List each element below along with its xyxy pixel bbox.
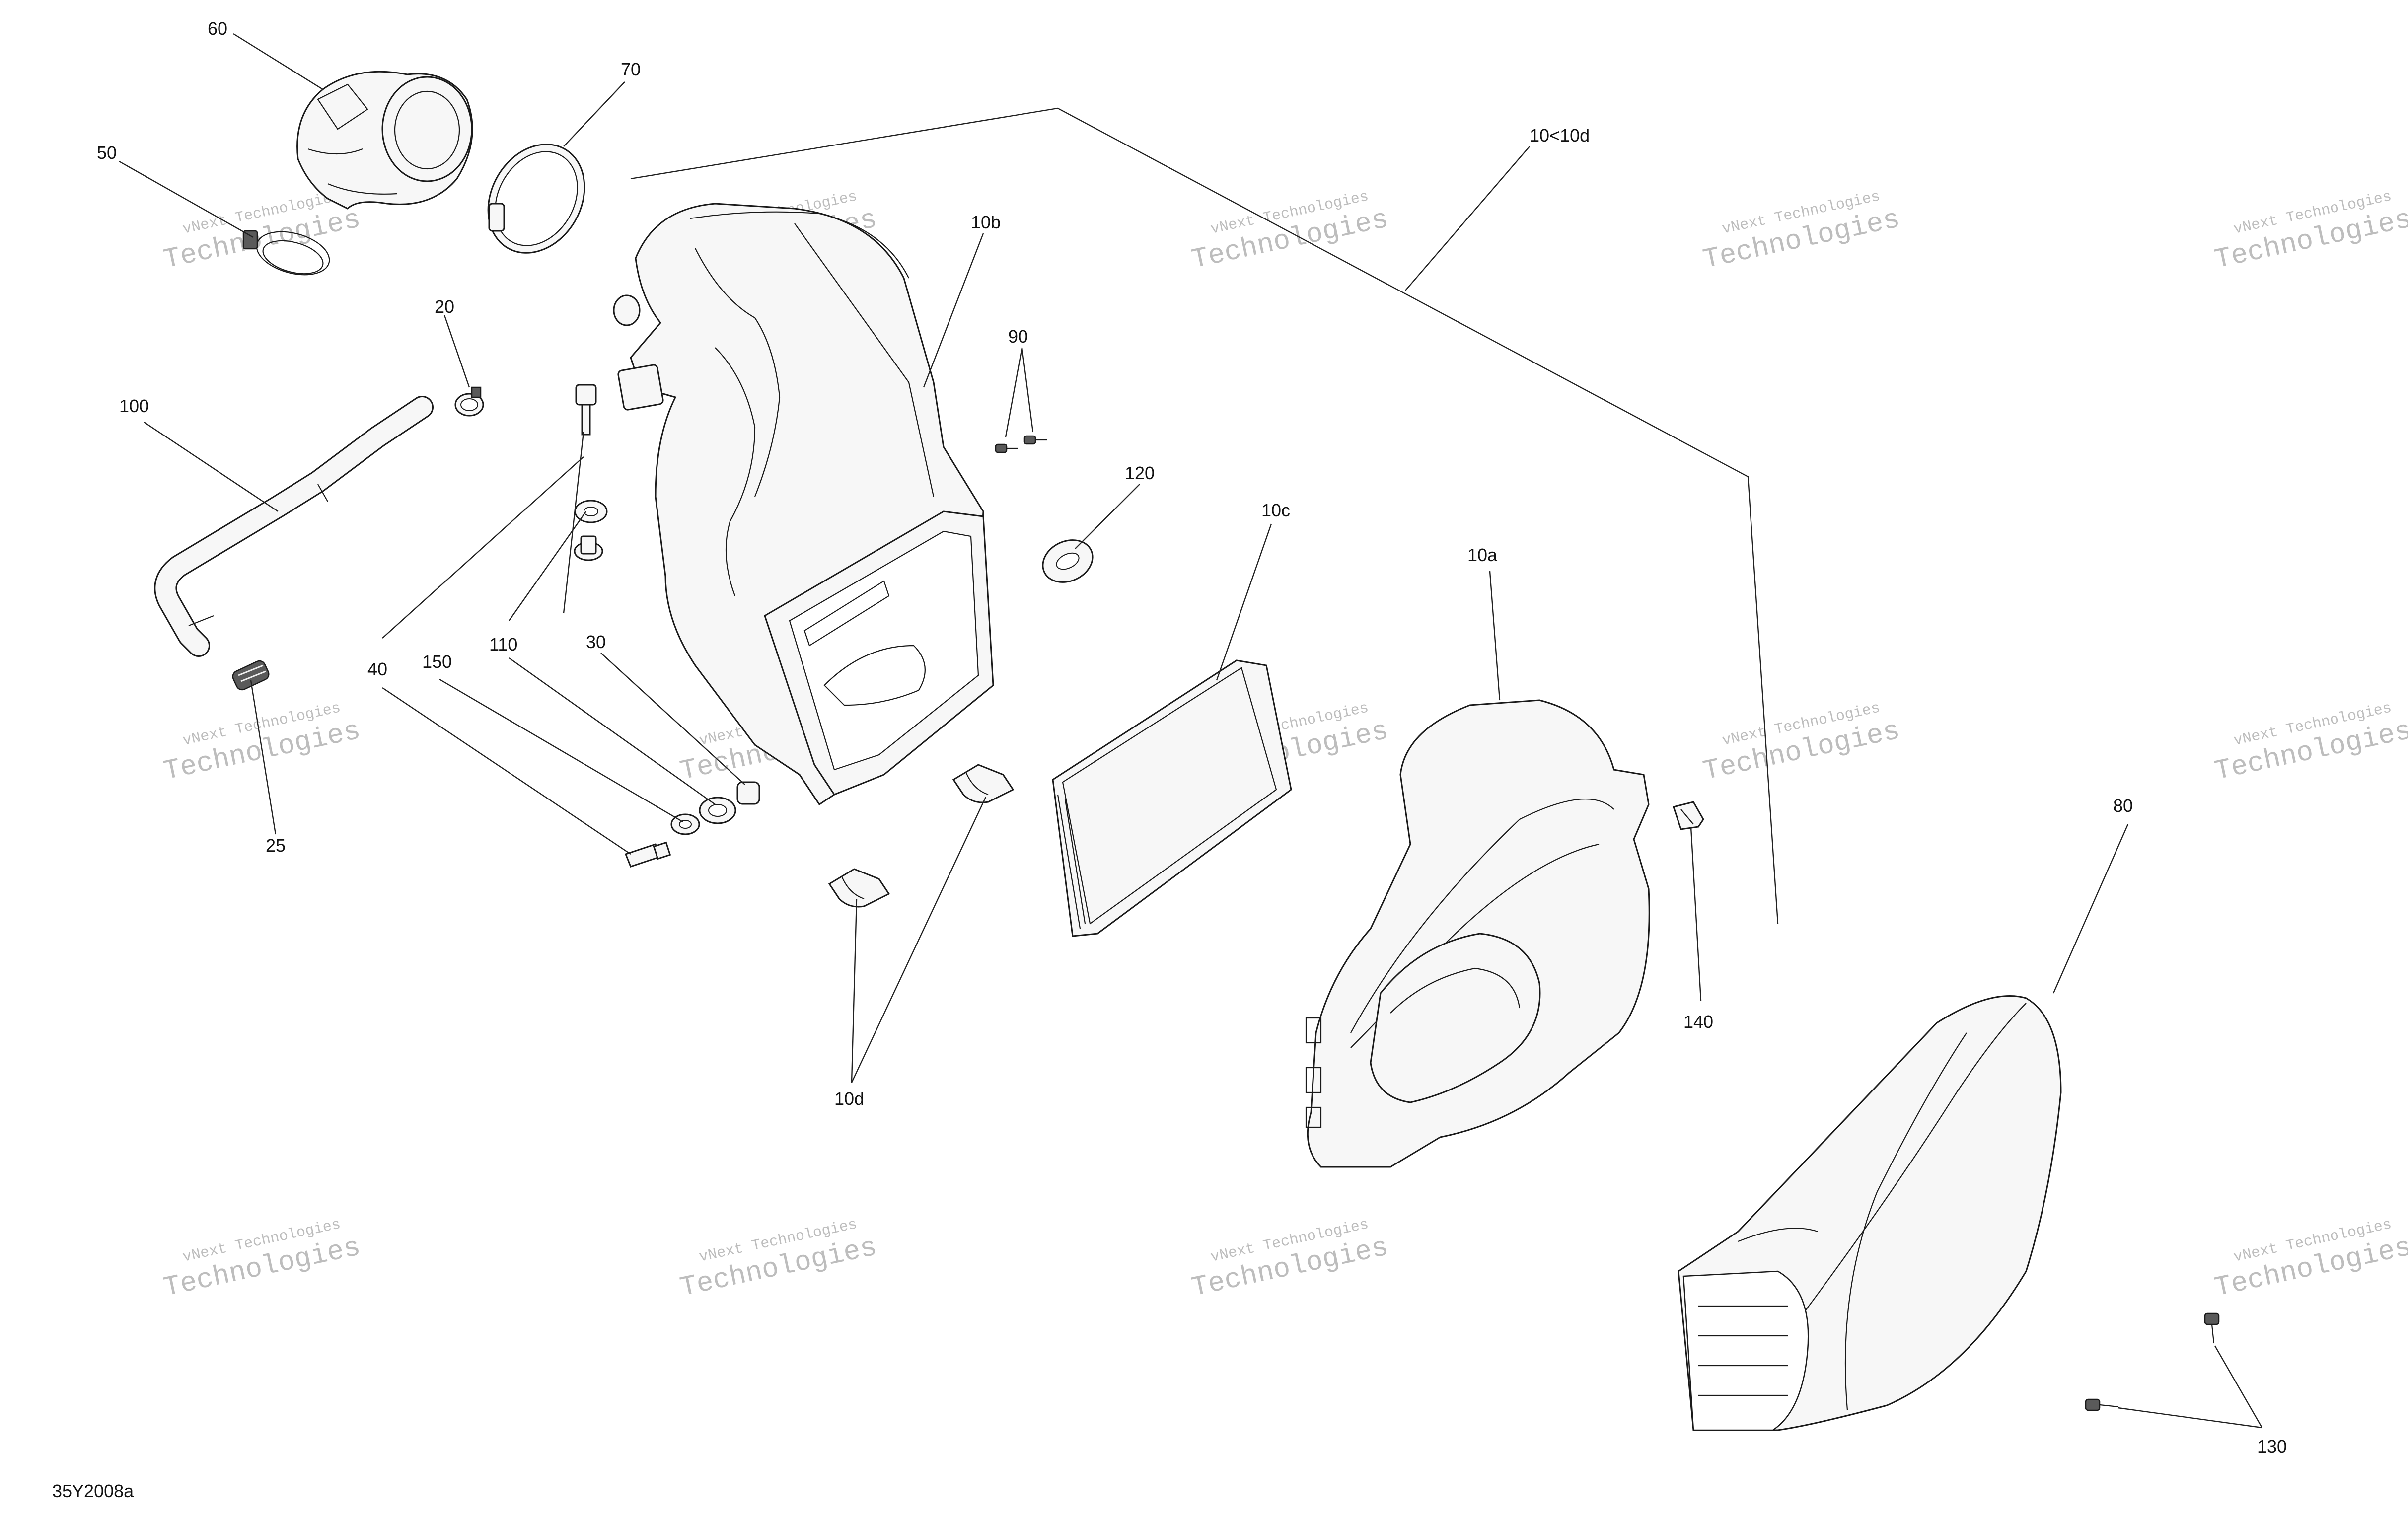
watermark: vNext Technologies Technologies (161, 700, 364, 788)
callout-50: 50 (97, 143, 117, 163)
callout-10d: 10d (834, 1089, 864, 1109)
part-bolt-stack (574, 384, 608, 561)
watermark: vNext Technologies Technologies (677, 1216, 880, 1304)
callout-40: 40 (367, 659, 387, 679)
callout-10-group: 10<10d (1530, 125, 1590, 145)
part-intake-boot (296, 71, 473, 210)
callout-30: 30 (586, 632, 606, 652)
callout-150: 150 (422, 652, 452, 672)
part-drain-hose (154, 396, 434, 657)
part-clip-140 (1673, 801, 1704, 830)
callout-25: 25 (266, 835, 286, 856)
callout-140: 140 (1683, 1012, 1713, 1032)
callout-10b: 10b (971, 212, 1001, 232)
callout-20: 20 (435, 296, 454, 317)
callout-80: 80 (2113, 796, 2133, 816)
watermark: vNext Technologies Technologies (1189, 1216, 1391, 1304)
part-clip-upper (952, 764, 1015, 803)
part-spring-clamp (242, 230, 330, 276)
watermark: vNext Technologies Technologies (2212, 700, 2408, 788)
part-clip-lower (828, 868, 890, 908)
callout-60: 60 (208, 18, 227, 39)
part-clamp-ring (487, 144, 585, 254)
leader-lines (119, 33, 2263, 1429)
watermark: vNext Technologies Technologies (1700, 188, 1903, 276)
callout-labels: 60 70 50 10<10d 10b 20 90 100 120 10c 10… (97, 18, 2287, 1456)
callout-90: 90 (1008, 326, 1028, 347)
part-check-valve (232, 660, 270, 691)
callout-70: 70 (621, 59, 641, 79)
callout-120: 120 (1125, 463, 1155, 483)
part-bolt-lower (625, 781, 760, 868)
watermark: vNext Technologies Technologies (2212, 188, 2408, 276)
watermark: vNext Technologies Technologies (1700, 700, 1903, 788)
callout-100: 100 (119, 396, 149, 416)
callout-130: 130 (2257, 1436, 2287, 1456)
callout-10a: 10a (1467, 545, 1498, 565)
watermark: vNext Technologies Technologies (161, 1216, 364, 1304)
part-air-filter (1052, 659, 1292, 937)
watermark: vNext Technologies Technologies (2212, 1216, 2408, 1304)
part-hose-clamp-small (454, 386, 484, 417)
part-intake-silencer (1678, 995, 2062, 1431)
diagram-reference-code: 35Y2008a (52, 1481, 134, 1501)
callout-110: 110 (489, 634, 517, 654)
part-airbox-base (613, 203, 994, 806)
callout-10c: 10c (1261, 500, 1290, 520)
part-airbox-cover (1305, 699, 1650, 1168)
part-screws-90 (995, 435, 1047, 453)
part-grommet (1042, 539, 1094, 583)
part-screws-130 (2085, 1312, 2220, 1411)
